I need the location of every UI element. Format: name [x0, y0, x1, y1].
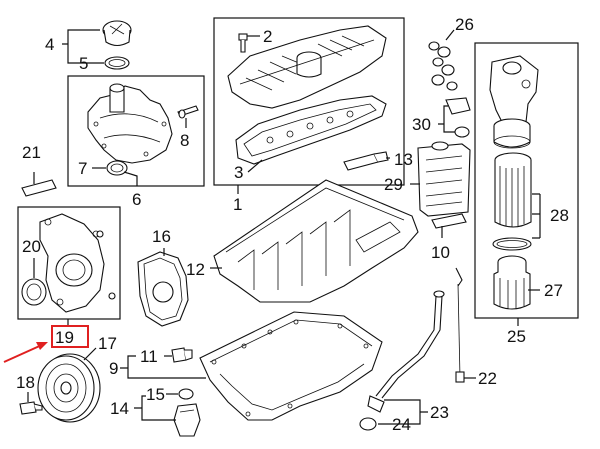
o-ring-24-part [359, 417, 377, 431]
front-cover-bolt-part [96, 230, 116, 300]
callout-30: 30 [412, 115, 431, 134]
sealant-tube-21-part [21, 179, 57, 197]
oil-cooler-part [417, 141, 471, 217]
callout-labels: 1 2 3 4 5 6 7 8 9 10 11 12 13 14 15 16 1… [16, 15, 569, 434]
callout-7: 7 [78, 159, 87, 178]
callout-28: 28 [550, 206, 569, 225]
oil-filter-element-part [494, 152, 532, 228]
filler-cap-seal-part [104, 56, 130, 70]
callout-5: 5 [79, 54, 88, 73]
callout-9: 9 [109, 359, 118, 378]
group-box-valve-cover [213, 17, 405, 186]
valve-cover-gasket-part [235, 95, 387, 165]
sealant-tube-10-part [431, 213, 467, 229]
callout-11: 11 [140, 347, 158, 366]
timing-cover-seal-part [106, 160, 128, 176]
timing-cover-bolt-part [177, 105, 199, 119]
oil-filter-housing-part [489, 55, 539, 149]
seal-15-part [178, 388, 194, 400]
leader-lines [27, 29, 541, 425]
callout-20: 20 [22, 237, 41, 256]
callout-2: 2 [263, 27, 272, 46]
group-box-timing-cover [67, 75, 205, 187]
callout-4: 4 [45, 35, 54, 54]
callout-14: 14 [110, 399, 129, 418]
front-seal-part [21, 278, 47, 306]
callout-10: 10 [431, 243, 450, 262]
upper-oil-pan-part [213, 179, 419, 303]
callout-25: 25 [507, 327, 526, 346]
callout-15: 15 [146, 385, 165, 404]
timing-cover-part [87, 83, 173, 164]
callout-26: 26 [455, 15, 474, 34]
callout-29: 29 [384, 175, 403, 194]
filter-o-ring-part [492, 237, 532, 251]
callout-17: 17 [98, 334, 117, 353]
callout-3: 3 [234, 163, 243, 182]
callout-1: 1 [233, 195, 242, 214]
dipstick-tube-part [367, 290, 445, 413]
valve-cover-part [227, 25, 387, 109]
callout-24: 24 [392, 415, 411, 434]
group-box-oil-filter-housing [474, 42, 579, 319]
cover-gasket-part [137, 251, 189, 327]
front-cover-part [39, 213, 105, 313]
gasket-30-part [445, 97, 471, 138]
dipstick-part [455, 267, 465, 383]
callout-12: 12 [186, 260, 205, 279]
oil-level-sensor-part [173, 403, 201, 437]
callout-13: 13 [394, 150, 413, 169]
callout-22: 22 [478, 369, 497, 388]
callout-18: 18 [16, 373, 35, 392]
callout-19: 19 [55, 328, 74, 347]
oil-filter-cap-part [493, 255, 531, 310]
callout-27: 27 [544, 281, 563, 300]
sealant-tube-13-part [343, 151, 389, 171]
drain-plug-11-part [171, 347, 193, 363]
lower-oil-pan-part [199, 311, 383, 421]
callout-21: 21 [22, 143, 41, 162]
seal-kit-part [428, 41, 458, 91]
highlight-box-19 [51, 325, 89, 348]
pulley-bolt-part [19, 401, 43, 415]
group-box-front-cover [17, 206, 121, 320]
callout-8: 8 [180, 131, 189, 150]
callout-6: 6 [132, 190, 141, 209]
oil-filler-cap-part [102, 20, 132, 47]
crankshaft-pulley-part [37, 353, 101, 423]
highlight-arrow [3, 342, 48, 363]
callout-23: 23 [430, 403, 449, 422]
callout-16: 16 [152, 227, 171, 246]
valve-cover-bolt-part [238, 33, 248, 53]
